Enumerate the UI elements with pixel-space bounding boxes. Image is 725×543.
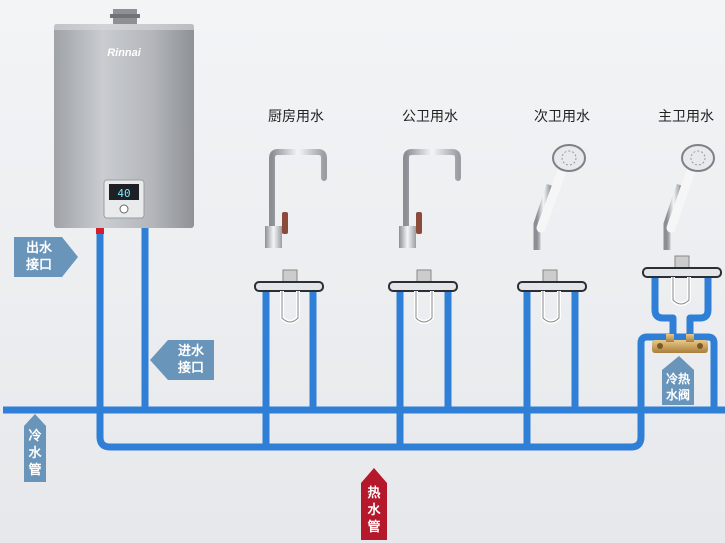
hot-pipe-tag-char-3: 管 [367, 520, 381, 535]
shower-handle [536, 163, 568, 233]
inlet-tag-shape [150, 340, 214, 380]
mix-valve-tag-line-2: 水阀 [665, 388, 690, 402]
angle-valve [416, 269, 432, 283]
angle-valve [542, 269, 558, 283]
supply-hose [415, 291, 433, 323]
faucet-base [399, 226, 416, 248]
master-bath-cold-riser [686, 276, 712, 340]
fixture-label-master-bath: 主卫用水 [658, 109, 714, 125]
fixture-label-second-bath: 次卫用水 [534, 109, 590, 125]
water-heater: Rinnai 40 [54, 9, 194, 228]
pipe-network [3, 228, 725, 451]
outlet-tag-shape [14, 237, 78, 277]
fixture-second-bath [517, 144, 587, 324]
faucet-spout [269, 149, 327, 235]
cold-pipe-tag-char-1: 冷 [28, 429, 42, 444]
heater-display-value: 40 [117, 187, 130, 200]
heater-knob[interactable] [119, 204, 129, 214]
sink-counter [254, 281, 324, 292]
faucet-handle [416, 212, 422, 234]
fixture-label-kitchen: 厨房用水 [268, 109, 324, 125]
inlet-tag-line-2: 接口 [177, 361, 204, 376]
hot-pipe-tag-char-1: 热 [367, 486, 381, 501]
hot-pipe-tag-char-2: 水 [367, 503, 381, 518]
sink-counter [388, 281, 458, 292]
supply-hose [671, 277, 691, 306]
shower-hose [533, 183, 554, 250]
outlet-tag-label: 出水 接口 [16, 240, 62, 274]
outlet-tag-line-2: 接口 [25, 258, 52, 273]
shower-handle [666, 163, 697, 233]
hot-outlet-marker [96, 226, 104, 234]
sink-counter [517, 281, 587, 292]
faucet-handle [282, 212, 288, 234]
heater-body [54, 24, 194, 228]
supply-hose [280, 291, 300, 324]
sink-counter [642, 267, 722, 278]
mix-valve-body [652, 340, 708, 353]
shower-head [681, 144, 715, 172]
hot-pipe-tag-label: 热 水 管 [361, 485, 387, 536]
hot-pipe-tag-shape [361, 468, 387, 540]
outlet-tag-line-1: 出水 [25, 241, 52, 256]
inlet-tag-label: 进水 接口 [168, 343, 214, 377]
mix-valve-tag-label: 冷热 水阀 [662, 371, 694, 403]
faucet-spout [403, 149, 461, 235]
cold-pipe-tag-char-3: 管 [28, 463, 42, 478]
angle-valve [674, 255, 690, 269]
fixture-label-public-bath: 公卫用水 [402, 109, 458, 125]
mix-valve-tag-line-1: 冷热 [665, 372, 690, 386]
cold-pipe-tag-char-2: 水 [28, 446, 42, 461]
heater-brand: Rinnai [107, 47, 142, 59]
fixture-master-bath [642, 144, 722, 353]
angle-valve [282, 269, 298, 283]
faucet-base [265, 226, 282, 248]
mix-valve-tag-shape [662, 356, 694, 405]
supply-hose [541, 291, 561, 324]
fixture-public-bath [388, 149, 461, 324]
cold-pipe-tag-shape [24, 414, 46, 482]
shower-hose [663, 183, 684, 250]
inlet-tag-line-1: 进水 [177, 344, 204, 359]
shower-head [552, 144, 586, 172]
master-bath-hot-riser [651, 276, 677, 340]
fixture-kitchen [254, 149, 327, 324]
cold-pipe-tag-label: 冷 水 管 [24, 428, 46, 479]
hot-main-pipe [96, 228, 718, 451]
